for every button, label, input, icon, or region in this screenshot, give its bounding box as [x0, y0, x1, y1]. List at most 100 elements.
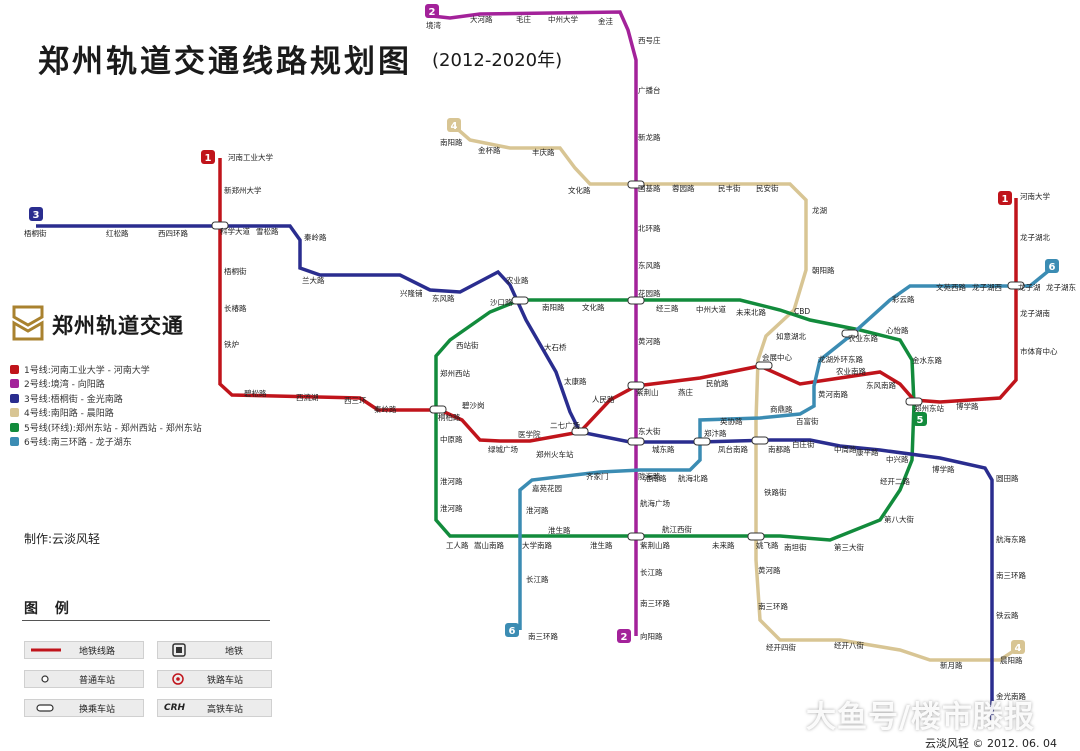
station-label: 百富街: [796, 416, 819, 426]
station-label: CBD: [794, 307, 810, 316]
svg-text:4: 4: [1015, 643, 1022, 654]
station-label: 广播台: [638, 85, 661, 95]
line-marker-3-west: 3: [29, 207, 43, 221]
station-label: 向阳路: [640, 631, 663, 641]
station-label: 南三环路: [758, 601, 788, 611]
station-label: 紫荆山: [636, 387, 659, 397]
station-label: 郑州东站: [914, 403, 944, 413]
station-label: 博学路: [932, 464, 955, 474]
station-label: 民航路: [706, 378, 729, 388]
station-label: 晨阳路: [1000, 655, 1023, 665]
station-label: 航海东路: [996, 534, 1026, 544]
line-legend-5: 5号线(环线):郑州东站 - 郑州西站 - 郑州东站: [10, 420, 202, 435]
station-label: 凤台南路: [718, 444, 748, 454]
line-6-path: [518, 266, 1054, 630]
station-label: 新月路: [940, 660, 963, 670]
metro-logo-icon: [12, 305, 44, 341]
station-label: 龙子湖: [1018, 282, 1041, 292]
watermark: 大鱼号/楼市滕报: [806, 700, 1035, 735]
svg-text:2: 2: [621, 632, 628, 643]
station-label: 雪松路: [256, 226, 279, 236]
line-4-path: [452, 124, 1019, 662]
station-label: 碧沙岗: [462, 400, 485, 410]
svg-text:1: 1: [1002, 194, 1009, 205]
page-title: 郑州轨道交通线路规划图: [38, 44, 412, 80]
station-label: 嵩山南路: [474, 540, 504, 550]
station-label: 兴隆铺: [400, 288, 423, 298]
station-label: 淮河路: [526, 505, 549, 515]
line-legend-4: 4号线:南阳路 - 晨阳路: [10, 406, 202, 421]
line-3-path: [36, 224, 994, 720]
station-label: 淮生路: [590, 540, 613, 550]
svg-text:5: 5: [917, 415, 924, 426]
svg-text:4: 4: [451, 121, 458, 132]
crh-icon: CRH: [164, 703, 186, 713]
svg-text:3: 3: [33, 210, 40, 221]
station-label: 人民路: [592, 394, 615, 404]
station-label: 黄河路: [758, 565, 781, 575]
interchanges: [211, 180, 1025, 541]
station-label: 康平路: [856, 447, 879, 457]
station-label: 太康路: [564, 376, 587, 386]
station-label: 南都路: [768, 444, 791, 454]
station-label: 姚飞路: [756, 540, 779, 550]
station-label: 淮生路: [548, 525, 571, 535]
station-label: 商鼎路: [770, 404, 793, 414]
footer-credit: 云淡风轻 © 2012. 06. 04: [925, 737, 1057, 750]
station-label: 淮河路: [440, 476, 463, 486]
line-legend-3: 3号线:梧桐街 - 金光南路: [10, 391, 202, 406]
station-label: 南阳路: [542, 302, 565, 312]
station-label: 博学路: [956, 401, 979, 411]
station-label: 铁路街: [764, 487, 787, 497]
station-label: 西站街: [456, 340, 479, 350]
station-label: 经开八街: [834, 640, 864, 650]
station-label: 科学大道: [220, 226, 250, 236]
station-label: 龙子湖东: [1046, 282, 1076, 292]
station-labels: 河南工业大学 新郑州大学 科学大道 梧桐街 长椿路 铁炉 碧松路 西流湖 西三环…: [24, 14, 1076, 701]
line-marker-1-east: 1: [998, 191, 1012, 205]
station-label: 中州大学: [548, 14, 578, 24]
station-label: 郑汴路: [704, 428, 727, 438]
station-label: 金洼: [598, 16, 613, 26]
line-legend-1: 1号线:河南工业大学 - 河南大学: [10, 362, 202, 377]
station-label: 秦岭路: [374, 404, 397, 414]
station-label: 河南大学: [1020, 191, 1050, 201]
station-label: 郑州西站: [440, 368, 470, 378]
station-label: 经三路: [656, 303, 679, 313]
station-label: 丰庆路: [532, 147, 555, 157]
station-label: 秦岭路: [304, 232, 327, 242]
station-label: 南三环路: [528, 631, 558, 641]
station-label: 城东路: [652, 444, 675, 454]
metro-icon: [172, 643, 186, 657]
station-label: 长江路: [640, 567, 663, 577]
line-marker-5: 5: [913, 412, 927, 426]
station-label: 西三环: [344, 396, 367, 405]
station-label: 医学院: [518, 429, 541, 439]
station-label: 齐家门: [586, 471, 609, 481]
station-label: 北环路: [638, 223, 661, 233]
line-legend-6: 6号线:南三环路 - 龙子湖东: [10, 435, 202, 450]
station-label: 紫荆山路: [640, 540, 670, 550]
station-label: 龙子湖北: [1020, 232, 1050, 242]
station-label: 铁炉: [224, 339, 239, 349]
line-5-path: [434, 298, 916, 542]
station-label: 金水东路: [912, 355, 942, 365]
station-label: 国基路: [638, 183, 661, 193]
station-label: 长江路: [526, 574, 549, 584]
station-label: 境湾: [426, 20, 441, 30]
station-label: 文苑西路: [936, 282, 966, 292]
svg-text:6: 6: [1049, 262, 1056, 273]
legend-metro: 地铁: [157, 641, 272, 659]
station-label: 文化路: [582, 302, 605, 312]
station-label: 中周路: [834, 444, 857, 454]
station-label: 燕庄: [678, 387, 693, 397]
line-2-path: [431, 10, 638, 636]
station-label: 圆田路: [996, 473, 1019, 483]
station-label: 梧桐街: [224, 266, 247, 276]
line-marker-2-north: 2: [425, 4, 439, 18]
station-label: 农业南路: [836, 366, 866, 376]
station-label: 龙子湖南: [1020, 308, 1050, 318]
station-label: 未来北路: [736, 307, 766, 317]
station-dot-icon: [41, 675, 49, 683]
station-label: 会展中心: [762, 352, 792, 362]
